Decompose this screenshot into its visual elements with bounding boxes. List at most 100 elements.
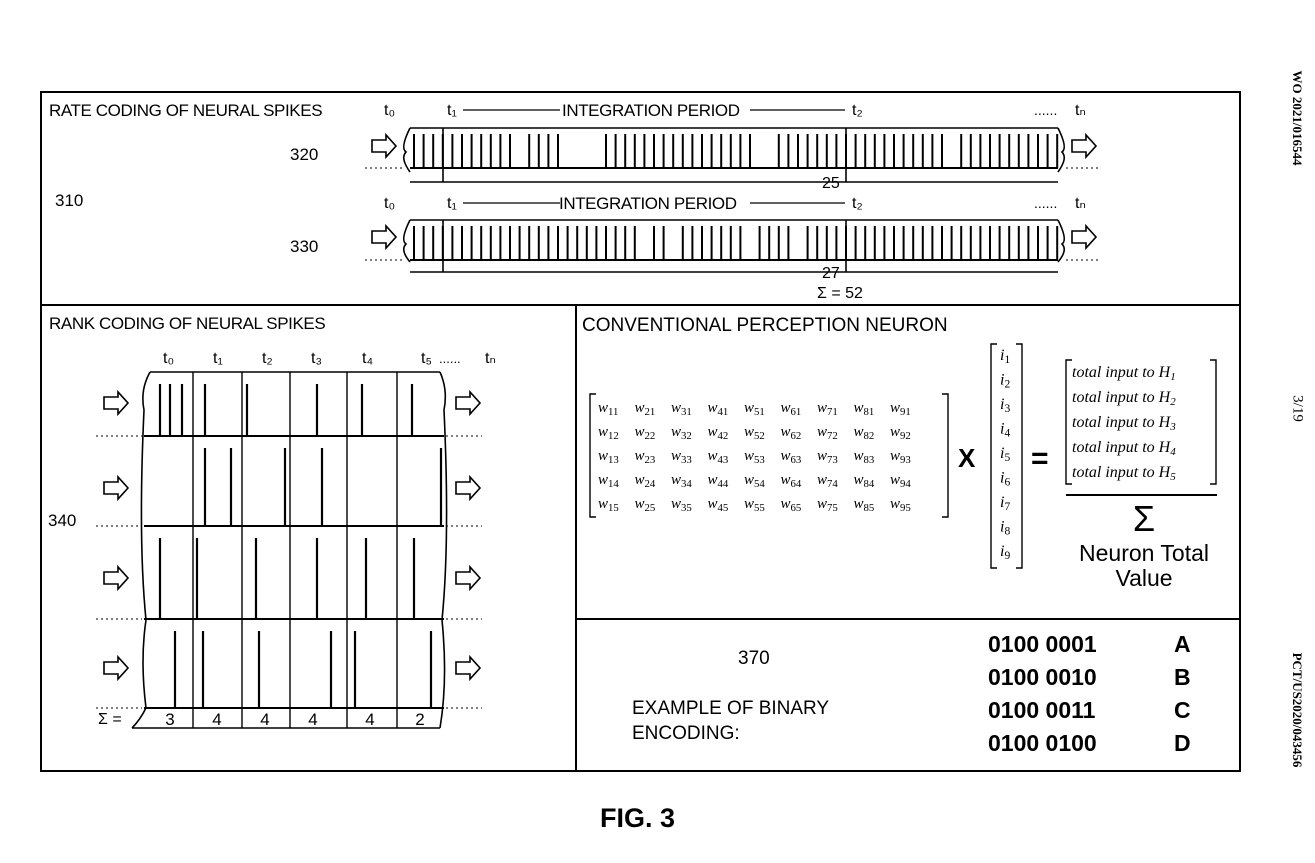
output-vector: total input to H1 total input to H2 total …: [1065, 359, 1217, 485]
binary-code: 0100 0001: [988, 631, 1097, 657]
weight-w12: w12: [598, 424, 619, 442]
perceptron-title: CONVENTIONAL PERCEPTION NEURON: [582, 315, 948, 336]
rate-period-label: INTEGRATION PERIOD: [559, 194, 737, 213]
figure-caption: FIG. 3: [599, 803, 675, 833]
input-arrow: [371, 225, 397, 249]
neuron-total-line1: Neuron Total: [1079, 540, 1209, 566]
rank-sum-value: 2: [415, 710, 424, 729]
equals-symbol: =: [1031, 442, 1049, 475]
rate-ref-310: 310: [55, 191, 83, 210]
rank-time-label: t₃: [311, 350, 322, 367]
weight-w32: w32: [671, 424, 692, 442]
input-arrow: [371, 134, 397, 158]
matrix-left-bracket: [589, 393, 596, 518]
rank-input-arrow: [103, 656, 129, 680]
weight-w93: w93: [890, 448, 911, 466]
weight-w94: w94: [890, 472, 911, 490]
rank-time-label: t₁: [213, 350, 223, 367]
binary-encoding-panel: 370 EXAMPLE OF BINARY ENCODING: 0100 000…: [632, 631, 1191, 756]
binary-char: D: [1174, 730, 1191, 756]
input-i2: i2: [1000, 372, 1010, 391]
train-left-brace: [402, 127, 411, 173]
weight-w24: w24: [635, 472, 656, 490]
input-i6: i6: [1000, 470, 1010, 489]
weight-w13: w13: [598, 448, 619, 466]
weight-w85: w85: [854, 496, 875, 514]
output-total-input: total input to H2: [1072, 389, 1176, 408]
output-arrow: [1071, 134, 1097, 158]
weight-w45: w45: [708, 496, 729, 514]
rate-period-label: INTEGRATION PERIOD: [562, 101, 740, 120]
weight-w44: w44: [708, 472, 729, 490]
rank-time-label: t₀: [163, 350, 174, 367]
weight-w91: w91: [890, 400, 911, 418]
binary-code: 0100 0011: [988, 697, 1096, 723]
input-i4: i4: [1000, 421, 1010, 440]
weight-w15: w15: [598, 496, 619, 514]
rate-t1-label: t₁: [447, 195, 457, 212]
rate-ellipsis: ......: [1034, 195, 1057, 211]
publication-number: WO 2021/016544: [1290, 70, 1305, 166]
weight-w35: w35: [671, 496, 692, 514]
weight-w23: w23: [635, 448, 656, 466]
weight-w84: w84: [854, 472, 875, 490]
weight-w61: w61: [781, 400, 802, 418]
weight-w22: w22: [635, 424, 656, 442]
rank-tn-label: tₙ: [485, 350, 496, 367]
rank-time-label: t₄: [362, 350, 373, 367]
rank-coding-title: RANK CODING OF NEURAL SPIKES: [49, 314, 325, 333]
weight-w31: w31: [671, 400, 692, 418]
train-left-brace: [402, 219, 411, 263]
input-left-bracket: [990, 343, 997, 569]
binary-char: A: [1174, 631, 1191, 657]
rate-ellipsis: ......: [1034, 102, 1057, 118]
binary-ref-370: 370: [738, 648, 770, 669]
weight-w43: w43: [708, 448, 729, 466]
matrix-right-bracket: [942, 393, 949, 518]
rank-right-border: [439, 371, 448, 729]
weight-w53: w53: [744, 448, 765, 466]
binary-char: C: [1174, 697, 1191, 723]
weight-w62: w62: [781, 424, 802, 442]
binary-label-line1: EXAMPLE OF BINARY: [632, 698, 829, 719]
application-number: PCT/US2020/043456: [1290, 652, 1305, 768]
weight-w54: w54: [744, 472, 765, 490]
weight-w21: w21: [635, 400, 656, 418]
sheet-number: 3/19: [1289, 395, 1306, 422]
rank-ref-340: 340: [48, 511, 76, 530]
output-total-input: total input to H4: [1072, 439, 1176, 458]
rank-input-arrow: [103, 566, 129, 590]
weight-w52: w52: [744, 424, 765, 442]
rank-left-border: [131, 371, 151, 729]
weight-w14: w14: [598, 472, 619, 490]
rank-sum-value: 4: [365, 710, 374, 729]
rank-output-arrow: [455, 391, 481, 415]
binary-code: 0100 0010: [988, 664, 1097, 690]
rank-ellipsis: ......: [439, 351, 461, 366]
sigma-symbol: Σ: [1133, 498, 1155, 539]
input-i1: i1: [1000, 347, 1010, 366]
train-right-brace: [1057, 127, 1066, 173]
weight-w83: w83: [854, 448, 875, 466]
rate-coding-title: RATE CODING OF NEURAL SPIKES: [49, 101, 322, 120]
input-right-bracket: [1016, 343, 1023, 569]
train-ref: 320: [290, 145, 318, 164]
weight-w75: w75: [817, 496, 838, 514]
binary-code: 0100 0100: [988, 730, 1097, 756]
rank-sum-value: 4: [260, 710, 269, 729]
times-symbol: X: [958, 443, 976, 473]
weight-w72: w72: [817, 424, 838, 442]
output-total-input: total input to H1: [1072, 364, 1176, 383]
weight-w41: w41: [708, 400, 729, 418]
train-count: 27: [822, 265, 840, 282]
output-total-input: total input to H3: [1072, 414, 1176, 433]
neuron-total-line2: Value: [1115, 565, 1172, 591]
rank-sum-value: 4: [212, 710, 221, 729]
weight-w74: w74: [817, 472, 838, 490]
